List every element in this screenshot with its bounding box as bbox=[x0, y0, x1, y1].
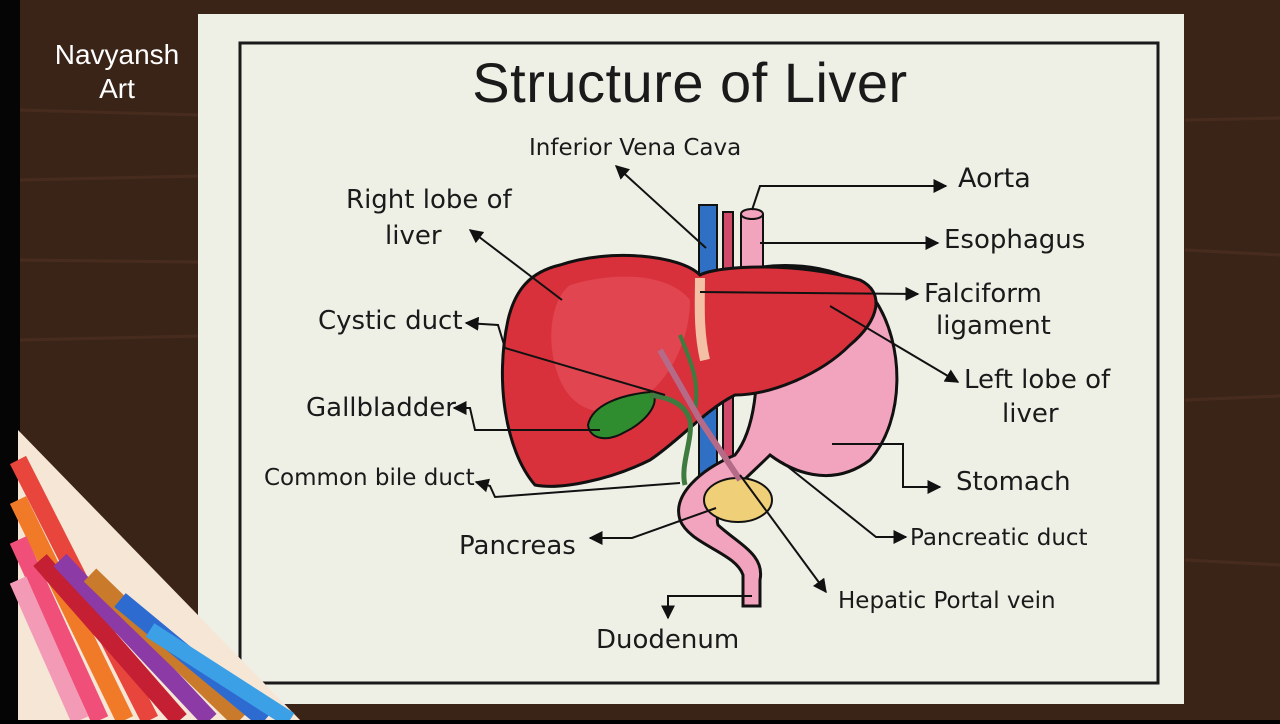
pointer-stomach bbox=[832, 443, 942, 494]
esophagus-tube bbox=[740, 214, 764, 271]
gallbladder-shape bbox=[586, 390, 656, 440]
pointer-pancreas bbox=[588, 507, 717, 545]
label-cystic-duct: Cystic duct bbox=[318, 306, 463, 336]
pointer-left-lobe bbox=[829, 305, 960, 383]
pointer-hepatic-portal-vein bbox=[739, 474, 827, 594]
label-common-bile-duct: Common bile duct bbox=[264, 465, 475, 491]
pointer-right-lobe bbox=[468, 229, 563, 301]
pointer-cystic-duct bbox=[464, 316, 666, 396]
bile-ducts bbox=[649, 334, 743, 486]
label-right-lobe-line1: Right lobe of bbox=[346, 185, 512, 215]
pointer-falciform-ligament bbox=[699, 286, 920, 301]
label-falciform-line1: Falciform bbox=[924, 279, 1042, 309]
label-gallbladder: Gallbladder bbox=[306, 393, 456, 423]
label-esophagus: Esophagus bbox=[944, 225, 1086, 255]
pointer-gallbladder bbox=[452, 401, 600, 431]
pointer-common-bile-duct bbox=[474, 478, 681, 499]
left-black-bar bbox=[0, 0, 20, 720]
watermark-line2: Art bbox=[99, 73, 135, 104]
watermark-line1: Navyansh bbox=[54, 39, 180, 70]
pointer-aorta bbox=[751, 179, 948, 211]
drawing-border bbox=[238, 41, 1160, 685]
falciform-ligament bbox=[694, 277, 710, 362]
label-stomach: Stomach bbox=[956, 467, 1071, 497]
label-left-lobe-line1: Left lobe of bbox=[964, 365, 1111, 395]
pointer-inferior-vena-cava bbox=[614, 165, 707, 249]
colored-pencils bbox=[9, 430, 300, 724]
liver-shading bbox=[551, 276, 690, 412]
label-inferior-vena-cava: Inferior Vena Cava bbox=[529, 135, 742, 161]
pointer-duodenum bbox=[661, 595, 752, 620]
label-left-lobe-line2: liver bbox=[1002, 399, 1059, 429]
label-falciform-line2: ligament bbox=[936, 311, 1051, 341]
wood-grain bbox=[19, 108, 1280, 567]
leader-lines bbox=[452, 165, 960, 620]
label-right-lobe-line2: liver bbox=[385, 221, 442, 251]
pancreas-shape bbox=[703, 477, 773, 523]
label-pancreas: Pancreas bbox=[459, 531, 576, 561]
label-hepatic-portal-vein: Hepatic Portal vein bbox=[838, 588, 1056, 614]
diagram-title: Structure of Liver bbox=[472, 51, 908, 114]
label-duodenum: Duodenum bbox=[596, 625, 740, 655]
watermark: Navyansh Art bbox=[42, 38, 192, 106]
pointer-pancreatic-duct bbox=[781, 461, 908, 544]
label-aorta: Aorta bbox=[958, 163, 1031, 194]
label-pancreatic-duct: Pancreatic duct bbox=[910, 525, 1088, 551]
